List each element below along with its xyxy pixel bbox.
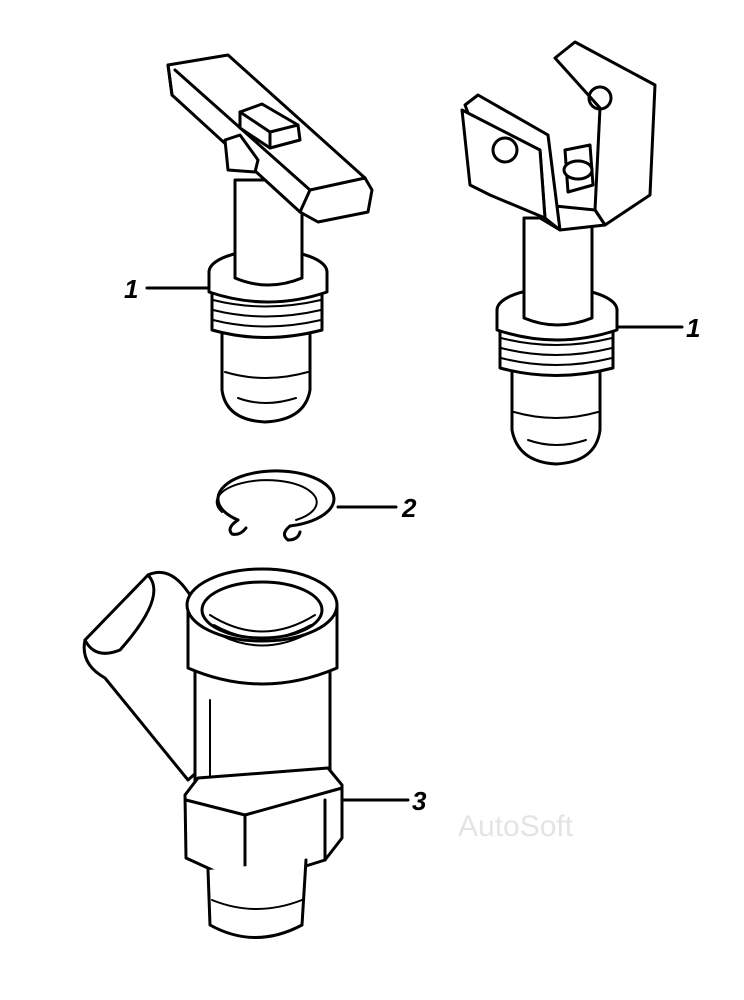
callout-label: 1 <box>124 274 138 304</box>
valve-body <box>82 567 344 939</box>
callout-1-left: 1 <box>124 274 210 304</box>
callout-label: 1 <box>686 313 700 343</box>
snap-ring <box>215 469 336 542</box>
callout-3: 3 <box>340 786 427 816</box>
callout-2: 2 <box>336 493 417 523</box>
callout-label: 3 <box>412 786 427 816</box>
callout-label: 2 <box>401 493 417 523</box>
watermark-text: AutoSoft <box>458 810 574 843</box>
callout-1-right: 1 <box>615 313 700 343</box>
valve-stem-clevis <box>460 40 657 466</box>
valve-stem-t-handle <box>166 53 374 424</box>
